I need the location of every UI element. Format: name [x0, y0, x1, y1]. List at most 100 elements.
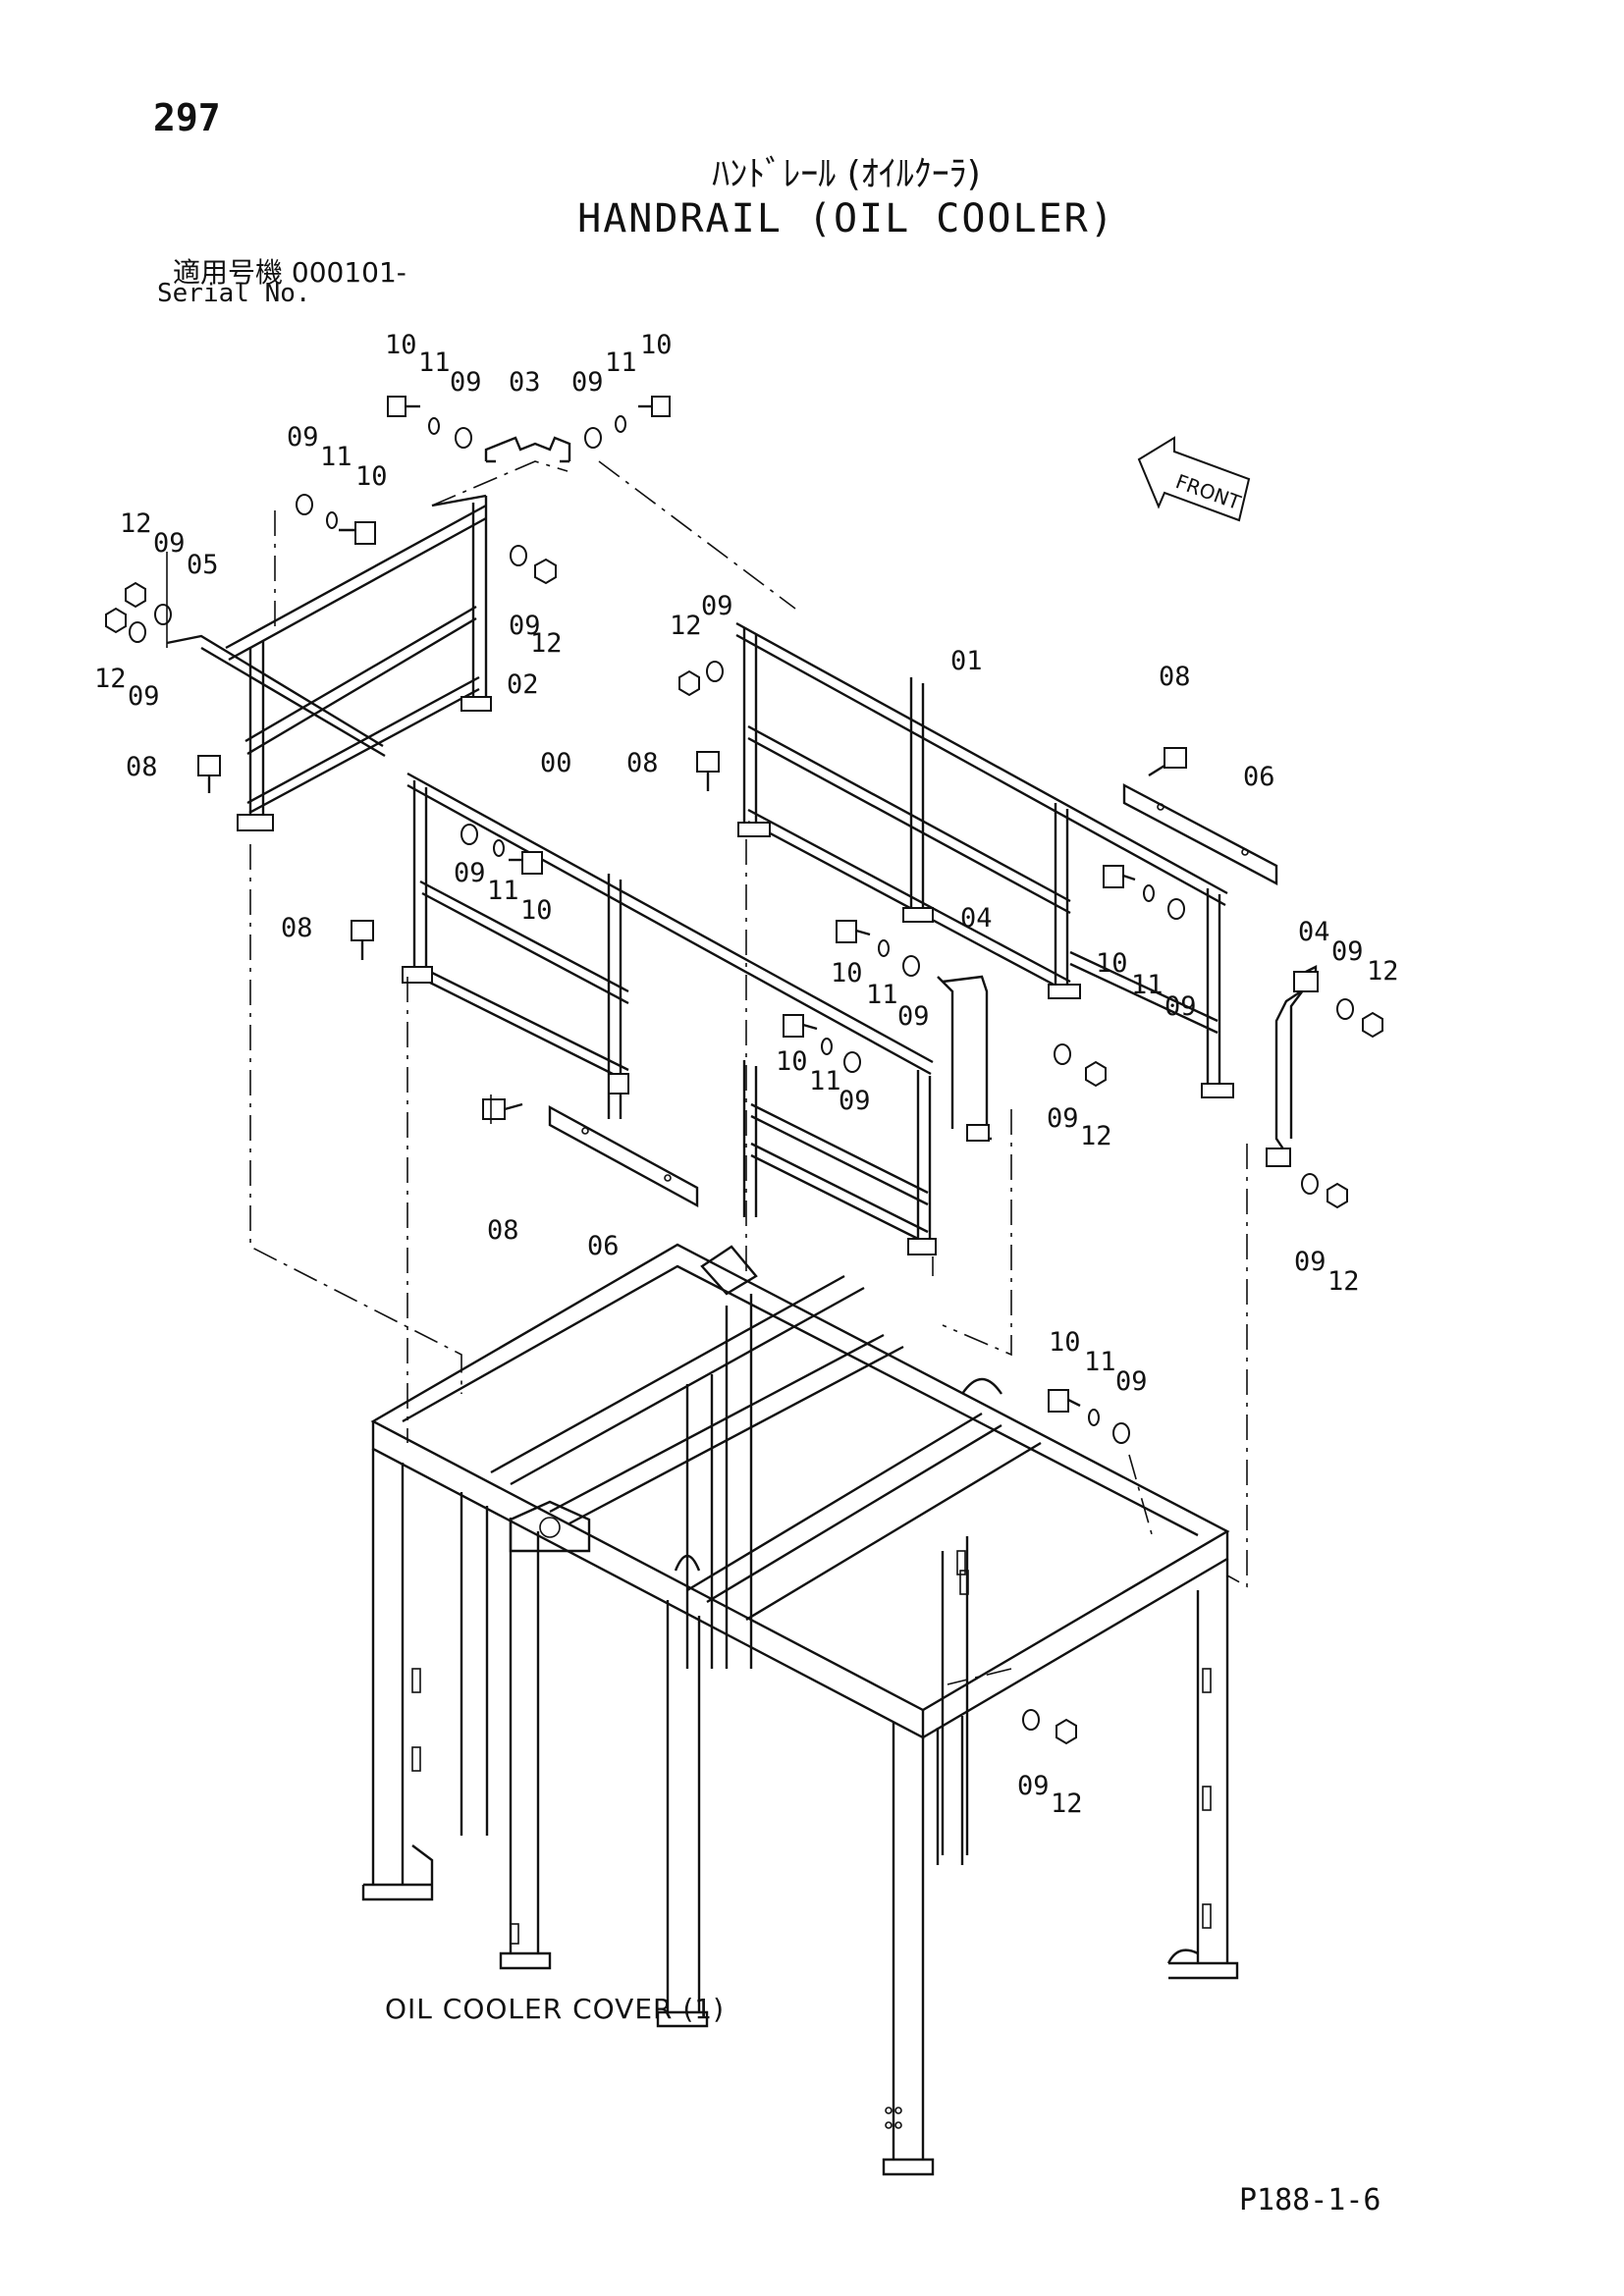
nut-icon	[678, 669, 700, 697]
handrail-01-part	[735, 621, 1234, 1098]
callout-label: 12	[530, 628, 563, 659]
oil-cooler-cover-frame	[361, 1243, 1239, 2176]
nut-icon	[125, 581, 146, 609]
callout-label: 09	[701, 591, 733, 621]
callout-label: 09	[287, 422, 319, 453]
callout-label: 12	[1051, 1789, 1083, 1819]
plate-06-upper-part	[1122, 783, 1278, 885]
callout-label: 10	[776, 1046, 808, 1077]
callout-labels: 10 11 09 03 09 11 10 09 11 10 12 09 05 0…	[94, 330, 1399, 1819]
title-japanese: ﾊﾝﾄﾞﾚｰﾙ (ｵｲﾙｸｰﾗ)	[712, 154, 981, 194]
serial-label-japanese: 適用号機 000101-	[173, 256, 406, 289]
callout-label: 09	[1331, 936, 1364, 967]
spring-washer-icon	[428, 417, 440, 435]
nut-icon	[1326, 1182, 1348, 1209]
callout-label: 10	[1049, 1327, 1081, 1358]
handrail-02-part	[166, 494, 492, 831]
callout-label: 09	[153, 528, 186, 559]
callout-label: 01	[950, 646, 983, 676]
handrail-00-part	[402, 772, 937, 1255]
washer-icon	[1167, 898, 1185, 920]
bolt-icon	[387, 396, 420, 417]
bolt-icon	[509, 851, 543, 875]
callout-label: 09	[509, 611, 541, 641]
callout-label: 10	[355, 461, 388, 492]
bracket-04-center-part	[937, 975, 992, 1142]
serial-label-english: Serial No.	[157, 279, 311, 308]
callout-label: 09	[839, 1086, 871, 1116]
fastener-group	[105, 396, 1383, 1745]
callout-label: 05	[187, 550, 219, 580]
washer-icon	[1112, 1422, 1130, 1444]
bolt-icon	[638, 396, 671, 417]
washer-icon	[706, 661, 724, 682]
washer-icon	[1336, 998, 1354, 1020]
callout-label: 11	[809, 1066, 841, 1096]
washer-icon	[455, 427, 472, 449]
washer-icon	[584, 427, 602, 449]
assembly-label: OIL COOLER COVER (1)	[385, 1993, 726, 2025]
plate-06-lower-part	[548, 1104, 699, 1208]
callout-label: 09	[454, 858, 486, 888]
spring-washer-icon	[1088, 1409, 1100, 1426]
spring-washer-icon	[326, 511, 338, 529]
callout-label: 08	[626, 748, 659, 778]
callout-label: 03	[509, 367, 541, 398]
callout-label: 10	[1096, 948, 1128, 979]
callout-label: 06	[1243, 762, 1275, 792]
assembly-chain-lines	[249, 460, 1248, 1685]
callout-label: 09	[128, 681, 160, 712]
nut-icon	[1362, 1011, 1383, 1039]
callout-label: 12	[1080, 1121, 1112, 1151]
washer-icon	[1054, 1043, 1071, 1065]
callout-label: 09	[1047, 1103, 1079, 1134]
spring-washer-icon	[878, 939, 890, 957]
callout-label: 08	[281, 913, 313, 943]
callout-label: 10	[520, 895, 553, 926]
callout-label: 09	[1115, 1366, 1148, 1397]
washer-icon	[129, 621, 146, 643]
washer-icon	[154, 604, 172, 625]
callout-label: 09	[1164, 991, 1197, 1022]
washer-icon	[902, 955, 920, 977]
bolt-icon	[1103, 865, 1136, 888]
drawing-code: P188-1-6	[1239, 2183, 1381, 2217]
callout-label: 06	[587, 1231, 620, 1261]
nut-icon	[105, 607, 127, 634]
callout-label: 10	[831, 958, 863, 988]
washer-icon	[843, 1051, 861, 1073]
bolt-icon	[783, 1014, 818, 1038]
callout-label: 10	[385, 330, 417, 360]
callout-label: 04	[1298, 917, 1330, 947]
nut-icon	[1085, 1060, 1107, 1088]
washer-icon	[296, 494, 313, 515]
flange-bolt-icon	[482, 1098, 523, 1120]
washer-icon	[460, 824, 478, 845]
callout-label: 09	[450, 367, 482, 398]
callout-label: 09	[897, 1001, 930, 1032]
callout-label: 11	[605, 347, 637, 378]
title-english: HANDRAIL (OIL COOLER)	[577, 196, 1115, 241]
spring-washer-icon	[821, 1038, 833, 1055]
callout-label: 12	[120, 508, 152, 539]
washer-icon	[1022, 1709, 1040, 1731]
callout-label: 12	[1367, 956, 1399, 987]
washer-icon	[1301, 1173, 1319, 1195]
callout-label: 08	[487, 1215, 519, 1246]
clamp-03-part	[484, 436, 571, 463]
spring-washer-icon	[493, 839, 505, 857]
nut-icon	[534, 558, 557, 585]
callout-label: 04	[960, 903, 993, 934]
callout-label: 09	[1017, 1771, 1050, 1801]
callout-label: 11	[418, 347, 451, 378]
callout-label: 11	[866, 980, 898, 1010]
leader-lines	[166, 552, 492, 1124]
page-number: 297	[153, 96, 221, 139]
callout-label: 00	[540, 748, 572, 778]
flange-bolt-icon	[1148, 747, 1187, 777]
nut-icon	[1056, 1718, 1077, 1745]
bracket-04-right-part	[1266, 965, 1319, 1167]
callout-label: 12	[94, 664, 127, 694]
callout-label: 11	[487, 876, 519, 906]
